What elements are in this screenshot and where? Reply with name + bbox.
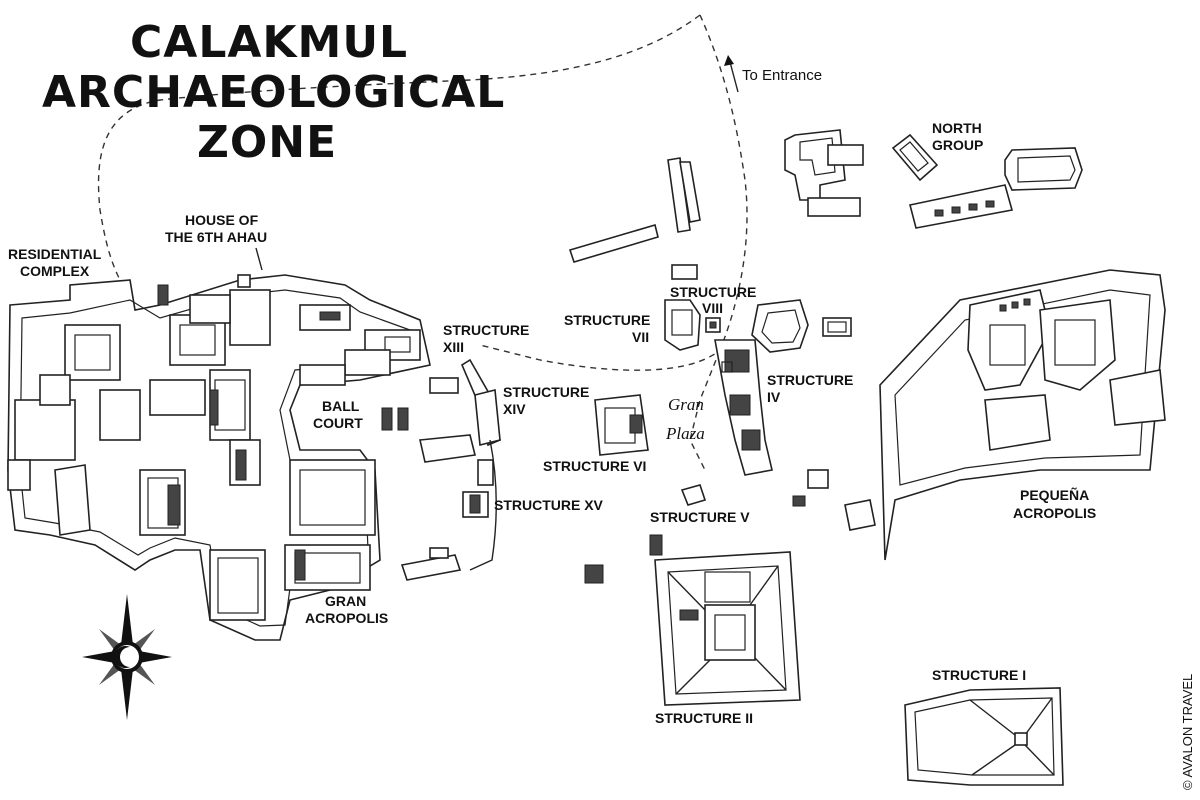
map-title-line1: CALAKMUL xyxy=(130,17,408,68)
struct-vi-label: STRUCTURE VI xyxy=(543,458,646,474)
map-title-line3: ZONE xyxy=(197,117,337,168)
struct-viii-label-1: STRUCTURE xyxy=(670,284,756,300)
compass-rose-icon xyxy=(82,594,172,720)
pequena-acropolis xyxy=(879,269,1166,561)
struct-xiii-label-1: STRUCTURE xyxy=(443,322,529,338)
gran-plaza-label-1: Gran xyxy=(668,395,704,414)
house-label-1: HOUSE OF xyxy=(185,212,259,228)
structure-vi xyxy=(594,394,649,456)
gran-plaza-label-2: Plaza xyxy=(665,424,705,443)
ball-court xyxy=(381,407,409,431)
struct-xiv-label-2: XIV xyxy=(503,401,526,417)
structure-iv xyxy=(714,339,773,476)
house-of-6th-ahau xyxy=(237,247,263,288)
struct-iv-label-2: IV xyxy=(767,389,781,405)
map-title-line2: ARCHAEOLOGICAL xyxy=(42,67,505,118)
struct-xiv-label-1: STRUCTURE xyxy=(503,384,589,400)
residential-label-1: RESIDENTIAL xyxy=(8,246,102,262)
structure-i xyxy=(904,687,1064,786)
structures-xiii-xiv-xv xyxy=(400,358,501,581)
gran-acropolis xyxy=(7,274,431,641)
trail-path-north xyxy=(97,14,701,281)
struct-i-label: STRUCTURE I xyxy=(932,667,1026,683)
trail-path-plaza xyxy=(689,349,721,471)
gran-acropolis-label-2: ACROPOLIS xyxy=(305,610,388,626)
structure-vii-viii xyxy=(664,299,852,353)
entrance-arrow-icon xyxy=(724,55,739,93)
plaza-small-structures xyxy=(584,469,876,584)
struct-vii-label-1: STRUCTURE xyxy=(564,312,650,328)
structure-ii xyxy=(654,551,801,706)
trail-path xyxy=(479,14,748,371)
north-group-buildings xyxy=(784,129,1083,229)
ball-court-label-1: BALL xyxy=(322,398,360,414)
ball-court-label-2: COURT xyxy=(313,415,363,431)
gran-acropolis-label-1: GRAN xyxy=(325,593,366,609)
north-group-label-2: GROUP xyxy=(932,137,983,153)
north-group-label-1: NORTH xyxy=(932,120,982,136)
pequena-label-1: PEQUEÑA xyxy=(1020,486,1089,503)
struct-iv-label-1: STRUCTURE xyxy=(767,372,853,388)
residential-label-2: COMPLEX xyxy=(20,263,90,279)
entrance-label: To Entrance xyxy=(742,67,822,84)
struct-v-label: STRUCTURE V xyxy=(650,509,750,525)
struct-vii-label-2: VII xyxy=(632,329,649,345)
upper-structures xyxy=(568,157,701,280)
struct-xv-label: STRUCTURE XV xyxy=(494,497,604,513)
house-label-2: THE 6TH AHAU xyxy=(165,229,267,245)
pequena-label-2: ACROPOLIS xyxy=(1013,505,1096,521)
credit-label: © AVALON TRAVEL xyxy=(1180,674,1195,790)
struct-viii-label-2: VIII xyxy=(702,300,723,316)
struct-ii-label: STRUCTURE II xyxy=(655,710,753,726)
struct-xiii-label-2: XIII xyxy=(443,339,464,355)
